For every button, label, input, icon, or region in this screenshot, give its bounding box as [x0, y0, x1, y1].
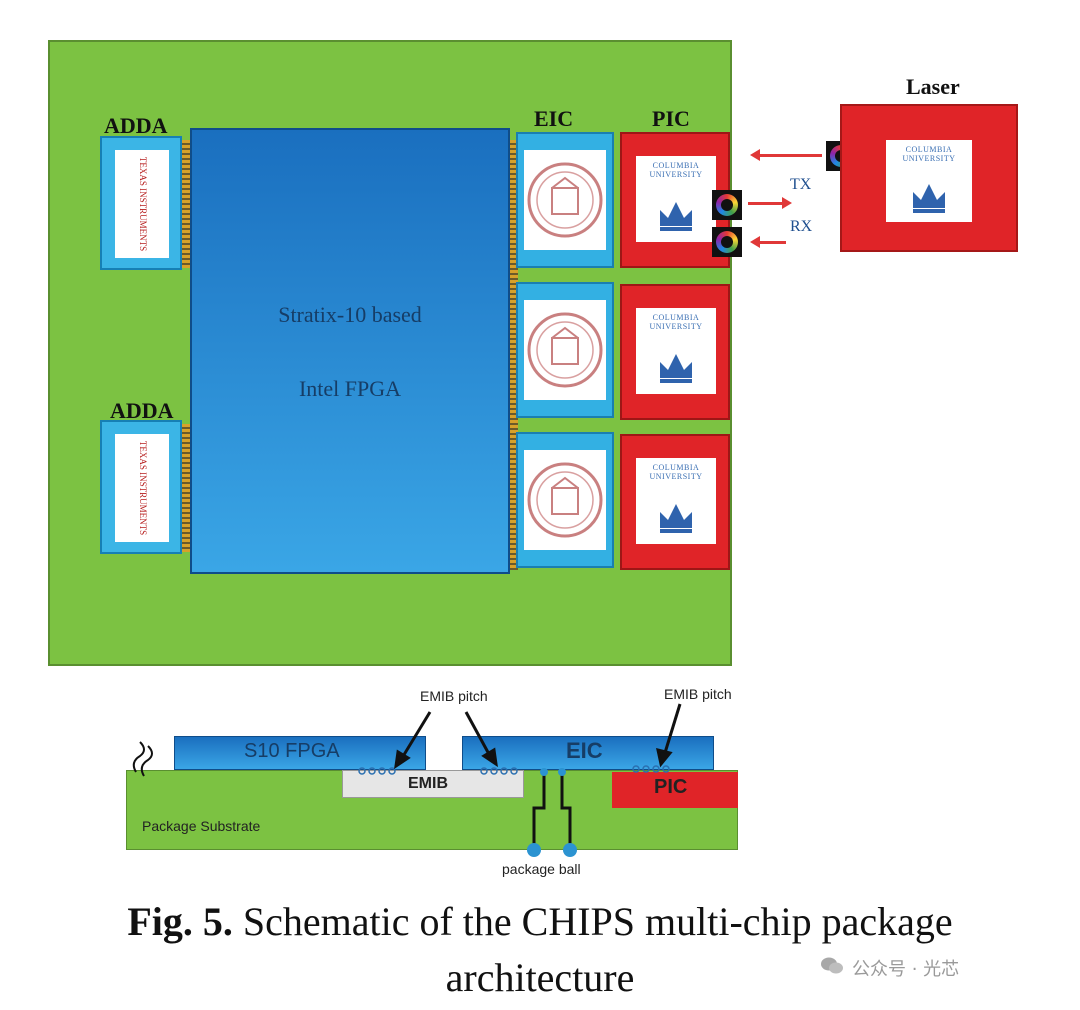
cornell-seal-logo — [524, 450, 606, 550]
pic-chip-3: COLUMBIA UNIVERSITY — [620, 434, 730, 570]
rx-label: RX — [790, 218, 813, 235]
cornell-seal-logo — [524, 300, 606, 400]
eic-chip-3 — [516, 432, 614, 568]
package-ball-left — [527, 843, 541, 857]
fpga-label-line2: Intel FPGA — [298, 376, 402, 401]
rx-arrow — [750, 236, 786, 248]
s10-fpga-die — [174, 736, 426, 770]
optical-coupler-icon — [712, 190, 742, 220]
adda-label-bottom: ADDA — [110, 398, 174, 423]
emib-label: EMIB — [408, 775, 448, 792]
s10-fpga-label: S10 FPGA — [244, 740, 340, 762]
adda-chip-top: TEXAS INSTRUMENTS — [100, 136, 182, 270]
figure-number: Fig. 5. — [127, 899, 233, 944]
figure-caption-line2: architecture — [445, 955, 635, 1000]
emib-pitch-label-1: EMIB pitch — [420, 688, 488, 704]
eic-chip-1 — [516, 132, 614, 268]
columbia-logo-text: COLUMBIA UNIVERSITY — [649, 313, 703, 331]
columbia-logo-text: COLUMBIA UNIVERSITY — [902, 145, 956, 163]
adda-chip-bottom: TEXAS INSTRUMENTS — [100, 420, 182, 554]
columbia-logo-text: COLUMBIA UNIVERSITY — [649, 161, 703, 179]
laser-label: Laser — [906, 74, 960, 99]
emib-pitch-label-2: EMIB pitch — [664, 686, 732, 702]
columbia-logo-text: COLUMBIA UNIVERSITY — [649, 463, 703, 481]
columbia-crown-logo: COLUMBIA UNIVERSITY — [886, 140, 972, 222]
columbia-crown-logo: COLUMBIA UNIVERSITY — [636, 458, 716, 544]
eic-label: EIC — [534, 106, 574, 131]
pic-label: PIC — [652, 106, 690, 131]
pic-die-cross-section — [612, 772, 738, 808]
laser-input-arrow — [750, 149, 822, 161]
adda-pins-top — [182, 140, 190, 268]
optical-coupler-icon — [712, 227, 742, 257]
wechat-icon — [820, 956, 844, 976]
texas-instruments-logo: TEXAS INSTRUMENTS — [115, 434, 169, 542]
eic-label-cross-section: EIC — [566, 738, 603, 763]
eic-die-cross-section — [462, 736, 714, 770]
package-ball-label: package ball — [502, 861, 581, 877]
watermark-text: 公众号 · 光芯 — [852, 959, 960, 980]
package-ball-right — [563, 843, 577, 857]
figure-caption-text: Schematic of the CHIPS multi-chip packag… — [232, 899, 953, 944]
tx-arrow — [748, 197, 792, 209]
columbia-crown-logo: COLUMBIA UNIVERSITY — [636, 156, 716, 242]
pic-chip-1: COLUMBIA UNIVERSITY — [620, 132, 730, 268]
figure-caption-line1: Fig. 5. Schematic of the CHIPS multi-chi… — [0, 898, 1080, 945]
texas-instruments-logo: TEXAS INSTRUMENTS — [115, 150, 169, 258]
adda-label-top: ADDA — [104, 113, 168, 138]
adda-pins-bottom — [182, 424, 190, 552]
pic-label-cross-section: PIC — [654, 776, 688, 798]
pic-chip-2: COLUMBIA UNIVERSITY — [620, 284, 730, 420]
fpga-die: Stratix-10 based Intel FPGA — [190, 128, 510, 574]
fpga-pins-right — [510, 140, 518, 570]
emib-pitch-pointers — [394, 703, 682, 770]
laser-chip: COLUMBIA UNIVERSITY — [840, 104, 1018, 252]
fpga-label-line1: Stratix-10 based — [278, 302, 422, 327]
eic-chip-2 — [516, 282, 614, 418]
break-mark-icon — [132, 741, 153, 777]
cornell-seal-logo — [524, 150, 606, 250]
micro-bumps — [358, 765, 670, 775]
columbia-crown-logo: COLUMBIA UNIVERSITY — [636, 308, 716, 394]
substrate-label: Package Substrate — [142, 818, 261, 834]
package-ball-routing — [532, 772, 572, 848]
tx-label: TX — [790, 176, 812, 193]
